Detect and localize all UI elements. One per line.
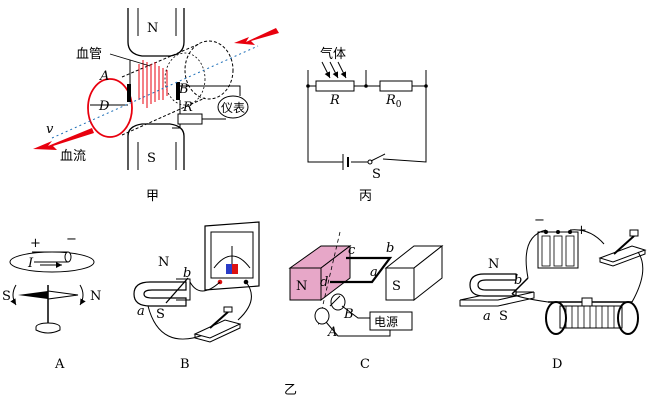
rotate-arrow-right bbox=[79, 284, 86, 306]
caption-d: D bbox=[552, 357, 562, 372]
figure-yi-c: N S a b c d B A 电源 C bbox=[288, 231, 444, 372]
figure-bing: 气体 R R0 S 丙 bbox=[306, 46, 428, 204]
figure-yi-b: N S a b B bbox=[133, 221, 260, 372]
circuit-loop bbox=[307, 86, 427, 163]
brush-wires bbox=[325, 305, 391, 337]
magnet-north-top: N bbox=[127, 8, 185, 57]
wire-b-bottom bbox=[147, 281, 252, 340]
gas-label: 气体 bbox=[320, 46, 346, 62]
meter-circle bbox=[217, 95, 249, 119]
label-b: B bbox=[178, 82, 189, 97]
d-a-label: a bbox=[483, 309, 491, 324]
rotate-arrow-left bbox=[10, 284, 17, 306]
compass-needle bbox=[18, 285, 79, 334]
d-s-label: S bbox=[499, 309, 508, 324]
electrode-b bbox=[176, 82, 180, 100]
b-a-label: a bbox=[137, 304, 145, 319]
vessel-label: 血管 bbox=[76, 47, 102, 62]
horseshoe-magnet-b bbox=[133, 278, 191, 307]
caption-b: B bbox=[180, 357, 190, 372]
velocity-label: v bbox=[46, 122, 54, 137]
battery-pack bbox=[537, 230, 579, 269]
resistor-r-label: R bbox=[182, 100, 193, 115]
meter-label: 仪表 bbox=[221, 101, 245, 115]
d-b-label: b bbox=[514, 273, 522, 288]
c-biga-label: A bbox=[327, 325, 337, 340]
figure-yi-a: + − I S N A bbox=[2, 232, 101, 372]
caption-a: A bbox=[54, 357, 65, 372]
gas-arrows bbox=[321, 61, 347, 79]
caption-bing: 丙 bbox=[359, 189, 372, 204]
pole-s-label: S bbox=[147, 151, 156, 166]
label-d: D bbox=[98, 99, 110, 114]
conductor-ab bbox=[165, 277, 189, 304]
needle-s-label: S bbox=[2, 289, 11, 304]
c-bigb-label: B bbox=[343, 307, 354, 322]
b-n-label: N bbox=[158, 255, 169, 270]
d-minus-label: − bbox=[534, 213, 545, 228]
power-supply-box bbox=[369, 311, 413, 331]
rheostat bbox=[545, 297, 639, 335]
c-a-label: a bbox=[370, 265, 378, 280]
vessel-pointer bbox=[109, 53, 151, 67]
battery bbox=[342, 154, 349, 170]
blood-vessel bbox=[87, 40, 234, 138]
electrode-a bbox=[127, 84, 131, 102]
wire-b-top bbox=[189, 281, 221, 292]
switch-s bbox=[367, 153, 386, 165]
plus-label: + bbox=[30, 236, 41, 251]
galvanometer bbox=[204, 221, 260, 291]
power-label: 电源 bbox=[374, 315, 398, 329]
flow-arrow-out bbox=[33, 128, 94, 150]
coil-abcd bbox=[330, 256, 393, 284]
b-s-label: S bbox=[156, 307, 165, 322]
caption-c: C bbox=[360, 357, 370, 372]
figure-yi-d: N S a b − + bbox=[459, 213, 647, 372]
magnet-n-block bbox=[288, 244, 352, 302]
current-i-label: I bbox=[27, 256, 34, 271]
switch-b bbox=[193, 306, 242, 343]
minus-label: − bbox=[66, 232, 77, 247]
flow-label: 血流 bbox=[60, 149, 86, 164]
b-b-label: b bbox=[183, 266, 191, 281]
wires-d bbox=[511, 229, 644, 303]
c-c-label: c bbox=[348, 243, 356, 258]
rail-conductor bbox=[511, 277, 529, 295]
caption-jia: 甲 bbox=[146, 189, 159, 204]
d-n-label: N bbox=[488, 257, 499, 272]
r0-label: R0 bbox=[385, 93, 402, 110]
c-d-label: d bbox=[320, 275, 328, 290]
pole-n-label: N bbox=[147, 21, 158, 36]
horseshoe-magnet-d bbox=[459, 273, 535, 307]
flow-arrow-in bbox=[234, 28, 279, 45]
gas-sensor-r bbox=[315, 80, 355, 92]
caption-yi: 乙 bbox=[284, 383, 297, 398]
magnet-south-bottom: S bbox=[127, 123, 185, 170]
sensor-r-label: R bbox=[329, 93, 340, 108]
switch-label: S bbox=[372, 167, 381, 182]
label-a: A bbox=[99, 69, 109, 84]
switch-d bbox=[598, 229, 647, 267]
c-b-label: b bbox=[386, 241, 394, 256]
resistor-r0 bbox=[379, 80, 413, 92]
magnet-s-block bbox=[384, 244, 444, 302]
needle-n-label: N bbox=[90, 289, 101, 304]
meter-circuit bbox=[129, 60, 241, 129]
figure-jia: N S A B D bbox=[33, 8, 279, 204]
c-s-label: S bbox=[392, 279, 401, 294]
magnetic-field-lines bbox=[138, 60, 168, 108]
c-n-label: N bbox=[296, 279, 307, 294]
wire-segment bbox=[32, 251, 68, 263]
commutator bbox=[314, 293, 346, 325]
